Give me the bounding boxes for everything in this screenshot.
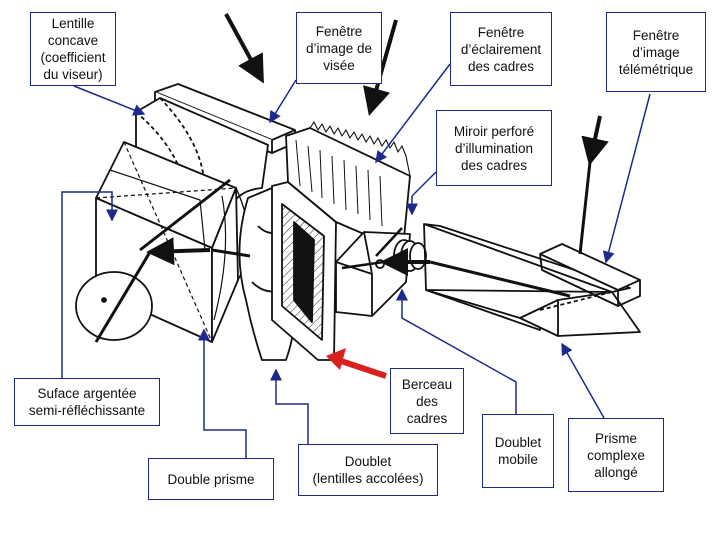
- eyepiece-disk: [75, 271, 153, 341]
- leader-lines: [61, 63, 651, 460]
- label-berceau-text: Berceau des cadres: [401, 376, 453, 426]
- red-arrow: [326, 348, 387, 379]
- label-lentille-concave-text: Lentille concave (coefficient du viseur): [40, 16, 106, 82]
- label-double-prisme: Double prisme: [148, 458, 274, 500]
- label-doublet-mobile: Doublet mobile: [482, 414, 554, 488]
- label-miroir-perfore-text: Miroir perforé d’illumination des cadres: [453, 123, 535, 173]
- label-fenetre-telemetrique-text: Fenêtre d’image télémétrique: [618, 27, 694, 77]
- label-prisme-complexe-text: Prisme complexe allongé: [587, 430, 645, 480]
- label-fenetre-telemetrique: Fenêtre d’image télémétrique: [606, 12, 706, 92]
- elongated-prism: [423, 223, 631, 293]
- label-doublet-mobile-text: Doublet mobile: [494, 435, 542, 467]
- label-berceau: Berceau des cadres: [390, 368, 464, 434]
- label-fenetre-eclairement: Fenêtre d’éclairement des cadres: [450, 12, 552, 86]
- label-double-prisme-text: Double prisme: [167, 471, 255, 487]
- label-lentille-concave: Lentille concave (coefficient du viseur): [30, 12, 116, 86]
- optical-assembly: [75, 83, 641, 361]
- label-surface-argentee: Suface argentée semi-réfléchissante: [14, 378, 160, 426]
- label-prisme-complexe: Prisme complexe allongé: [568, 418, 664, 492]
- label-doublet: Doublet (lentilles accolées): [298, 444, 438, 496]
- label-fenetre-eclairement-text: Fenêtre d’éclairement des cadres: [460, 24, 542, 74]
- label-miroir-perfore: Miroir perforé d’illumination des cadres: [436, 110, 552, 186]
- light-rays: [94, 13, 609, 343]
- label-surface-argentee-text: Suface argentée semi-réfléchissante: [28, 386, 146, 418]
- label-doublet-text: Doublet (lentilles accolées): [312, 454, 424, 486]
- label-fenetre-visee-text: Fenêtre d’image de visée: [305, 23, 373, 73]
- label-fenetre-visee: Fenêtre d’image de visée: [296, 12, 382, 84]
